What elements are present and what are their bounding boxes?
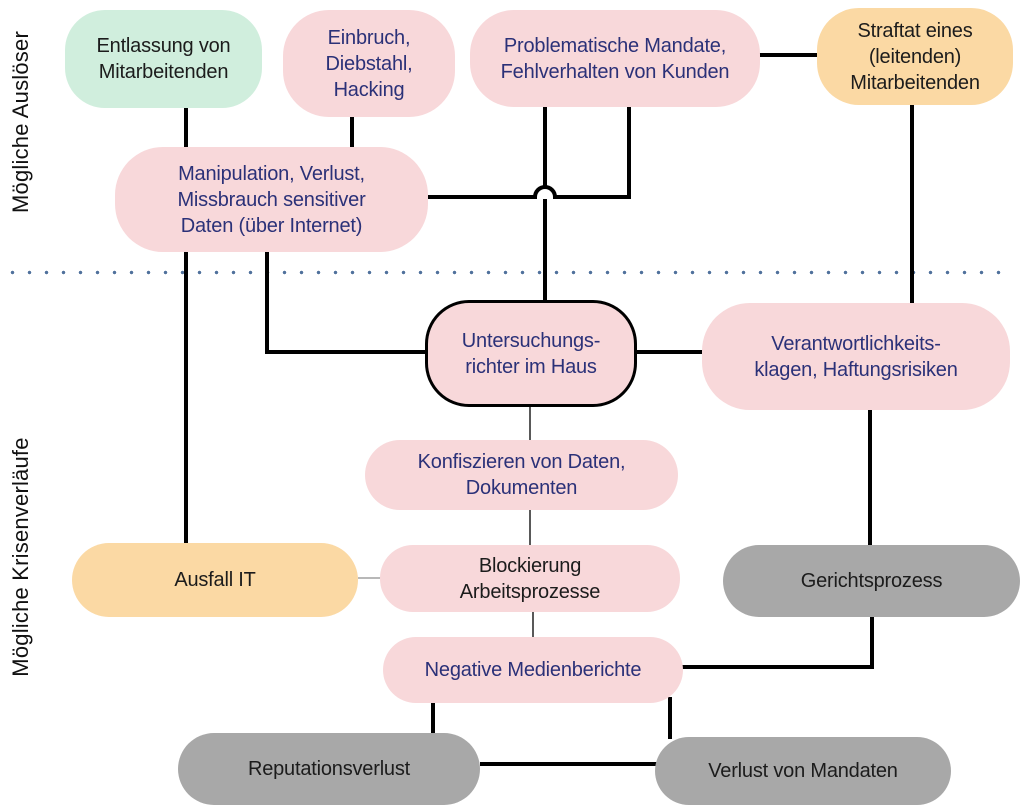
- node-ausfall-it: Ausfall IT: [72, 543, 358, 617]
- edge-segment-16: [480, 762, 659, 766]
- edge-segment-2: [543, 105, 547, 302]
- edge-segment-12: [870, 615, 874, 669]
- edge-segment-13: [681, 665, 874, 669]
- edge-segment-11: [868, 408, 872, 547]
- node-verlust-mandaten: Verlust von Mandaten: [655, 737, 951, 805]
- node-gerichtsprozess: Gerichtsprozess: [723, 545, 1020, 617]
- node-verantwortlichkeit: Verantwortlichkeits- klagen, Haftungsris…: [702, 303, 1010, 410]
- edge-segment-10: [637, 350, 704, 354]
- edge-segment-18: [529, 509, 531, 547]
- section-label-ausloeser: Mögliche Auslöser: [8, 31, 33, 213]
- edge-segment-20: [358, 577, 382, 579]
- edge-segment-0: [184, 106, 188, 149]
- node-blockierung: Blockierung Arbeitsprozesse: [380, 545, 680, 612]
- section-divider: [4, 270, 1012, 275]
- edge-segment-6: [910, 103, 914, 305]
- edge-segment-8: [265, 350, 427, 354]
- edge-segment-7: [265, 252, 269, 354]
- edge-segment-14: [431, 701, 435, 735]
- edge-segment-9: [184, 252, 188, 545]
- edge-segment-17: [529, 406, 531, 442]
- node-negative-medien: Negative Medienberichte: [383, 637, 683, 703]
- node-entlassung: Entlassung von Mitarbeitenden: [65, 10, 262, 108]
- node-konfiszieren: Konfiszieren von Daten, Dokumenten: [365, 440, 678, 510]
- edge-segment-4: [627, 105, 631, 199]
- edge-segment-1: [350, 115, 354, 149]
- node-reputationsverlust: Reputationsverlust: [178, 733, 480, 805]
- node-manipulation: Manipulation, Verlust, Missbrauch sensit…: [115, 147, 428, 252]
- section-label-krisenverlaeufe: Mögliche Krisenverläufe: [8, 437, 33, 677]
- edge-segment-3: [428, 195, 629, 199]
- edge-segment-15: [668, 697, 672, 739]
- line-hop: [533, 185, 557, 199]
- edge-segment-19: [532, 611, 534, 639]
- node-problematische: Problematische Mandate, Fehlverhalten vo…: [470, 10, 760, 107]
- edge-segment-5: [758, 53, 819, 57]
- node-straftat: Straftat eines (leitenden) Mitarbeitende…: [817, 8, 1013, 105]
- node-einbruch: Einbruch, Diebstahl, Hacking: [283, 10, 455, 117]
- node-untersuchungsrichter: Untersuchungs- richter im Haus: [425, 300, 637, 407]
